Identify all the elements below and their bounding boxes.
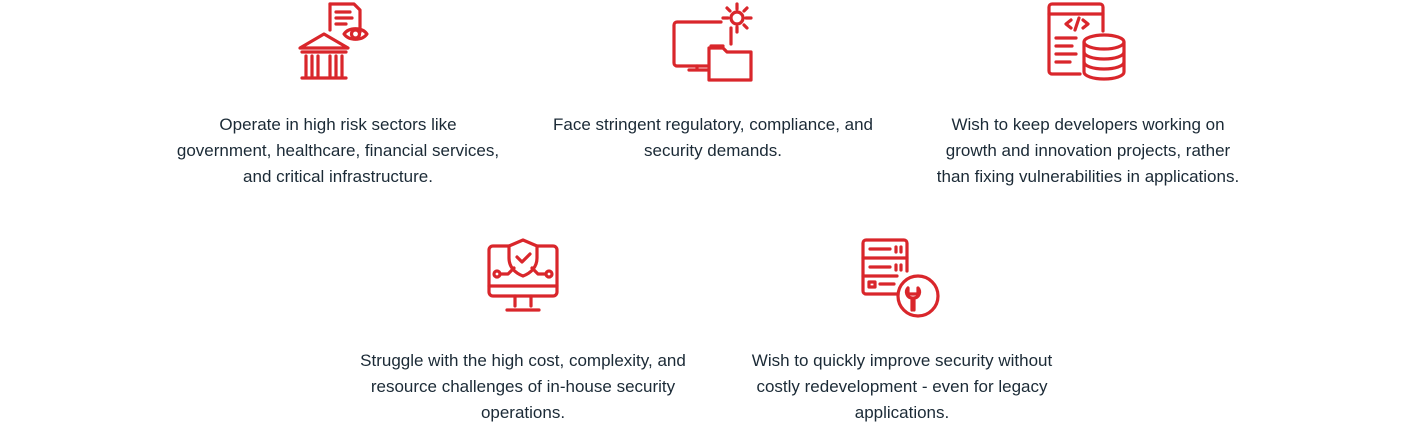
text-line: Face stringent regulatory, compliance, a… <box>552 115 874 134</box>
text-line: costly redevelopment - even for legacy <box>756 377 1048 396</box>
text-line: Struggle with the high cost, complexity,… <box>360 351 686 370</box>
text-line: applications. <box>854 403 950 422</box>
feature-text: Struggle with the high cost, complexity,… <box>333 348 713 426</box>
text-line: resource challenges of in-house security <box>370 377 676 396</box>
text-line: operations. <box>480 403 566 422</box>
text-line: growth and innovation projects, rather <box>945 141 1231 160</box>
feature-text: Wish to quickly improve security without… <box>712 348 1092 426</box>
code-database-icon <box>1046 0 1130 84</box>
monitor-gear-folder-icon <box>671 0 755 84</box>
feature-card-improve-security: Wish to quickly improve security without… <box>712 236 1092 426</box>
text-line: security demands. <box>644 141 782 160</box>
feature-card-developers: Wish to keep developers working on growt… <box>898 0 1278 190</box>
text-line: than fixing vulnerabilities in applicati… <box>936 167 1240 186</box>
text-line: Operate in high risk sectors like <box>219 115 457 134</box>
server-wrench-icon <box>860 236 944 320</box>
feature-card-regulatory: Face stringent regulatory, compliance, a… <box>523 0 903 164</box>
feature-text: Wish to keep developers working on growt… <box>898 112 1278 190</box>
feature-text: Face stringent regulatory, compliance, a… <box>523 112 903 164</box>
text-line: government, healthcare, financial servic… <box>176 141 500 160</box>
feature-card-high-risk-sectors: Operate in high risk sectors like govern… <box>148 0 528 190</box>
feature-card-cost-complexity: Struggle with the high cost, complexity,… <box>333 236 713 426</box>
monitor-shield-icon <box>481 236 565 320</box>
government-building-eye-icon <box>296 0 380 84</box>
feature-text: Operate in high risk sectors like govern… <box>148 112 528 190</box>
text-line: Wish to quickly improve security without <box>751 351 1053 370</box>
text-line: and critical infrastructure. <box>243 167 433 186</box>
text-line: Wish to keep developers working on <box>951 115 1225 134</box>
